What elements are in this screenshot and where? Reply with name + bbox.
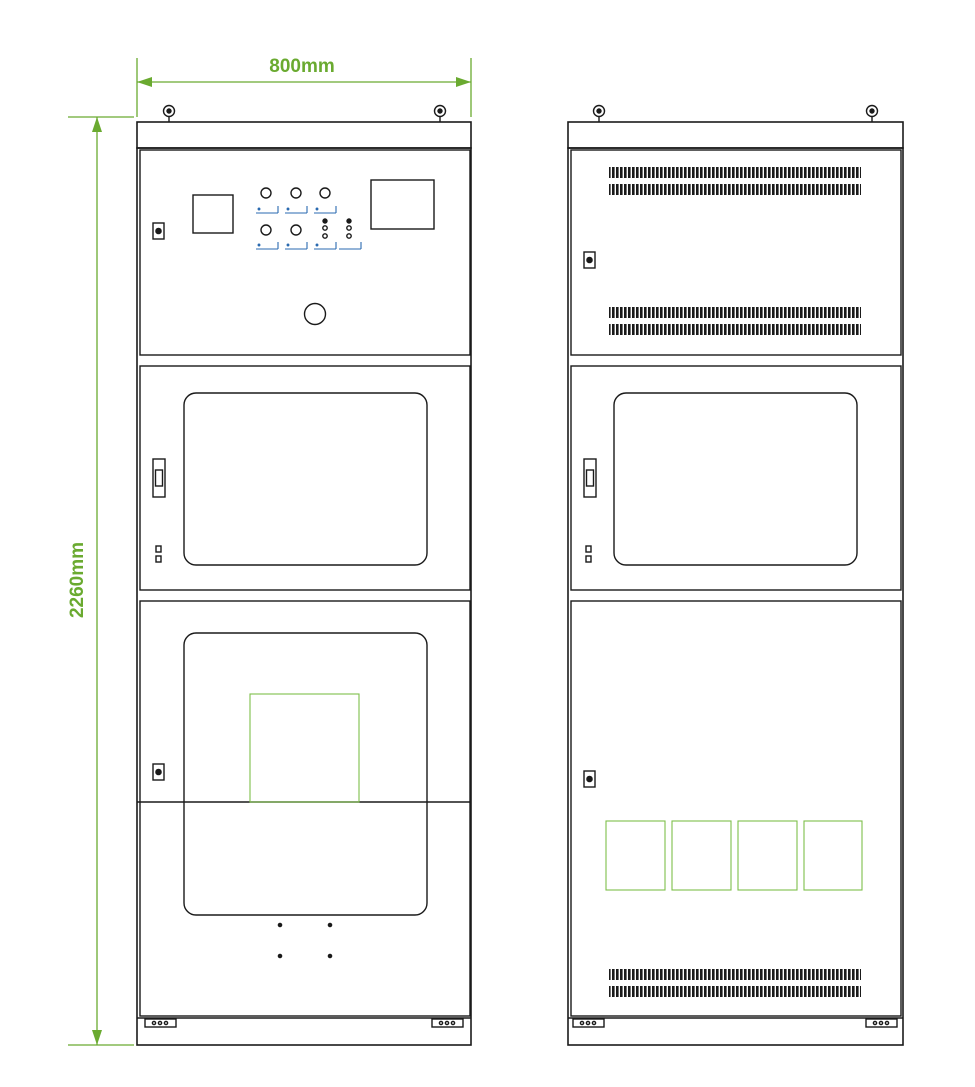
lock-icon	[152, 222, 165, 240]
base-foot-icon	[144, 1018, 177, 1028]
base-foot-icon	[865, 1018, 898, 1028]
height-dimension	[68, 116, 134, 1046]
lock-icon	[583, 770, 596, 788]
rear-component-boxes	[605, 820, 863, 891]
front-cabinet	[136, 104, 472, 1046]
lock-icon	[583, 251, 596, 269]
indicator-labels	[256, 206, 362, 250]
width-dimension-label: 800mm	[269, 56, 335, 77]
handle-icon	[583, 458, 597, 498]
vent-grille	[609, 167, 861, 997]
front-middle-window	[183, 392, 428, 566]
front-lower-window	[183, 632, 428, 916]
front-lower-panel	[139, 600, 471, 1017]
base-foot-icon	[572, 1018, 605, 1028]
front-middle-panel	[139, 365, 471, 591]
indicator-lamp-icon	[290, 187, 302, 199]
front-component-box	[249, 693, 360, 803]
indicator-lamp-icon	[319, 187, 331, 199]
base-foot-icon	[431, 1018, 464, 1028]
indicator-lamp-icon	[260, 224, 272, 236]
indicator-lamp-icon	[260, 187, 272, 199]
height-dimension-label: 2260mm	[67, 542, 88, 618]
handle-icon	[152, 458, 166, 498]
rear-cabinet	[567, 104, 904, 1046]
lifting-eye-icon	[433, 104, 447, 122]
front-top-panel	[139, 149, 471, 356]
indicator-lamp-icon	[290, 224, 302, 236]
rear-middle-window	[613, 392, 858, 566]
rear-top-panel	[570, 149, 902, 356]
emergency-stop-icon	[303, 302, 327, 326]
rear-middle-panel	[570, 365, 902, 591]
lifting-eye-icon	[162, 104, 176, 122]
lifting-eye-icon	[592, 104, 606, 122]
lock-icon	[152, 763, 165, 781]
width-dimension	[136, 58, 472, 117]
rear-lower-panel	[570, 600, 902, 1017]
lifting-eye-icon	[865, 104, 879, 122]
